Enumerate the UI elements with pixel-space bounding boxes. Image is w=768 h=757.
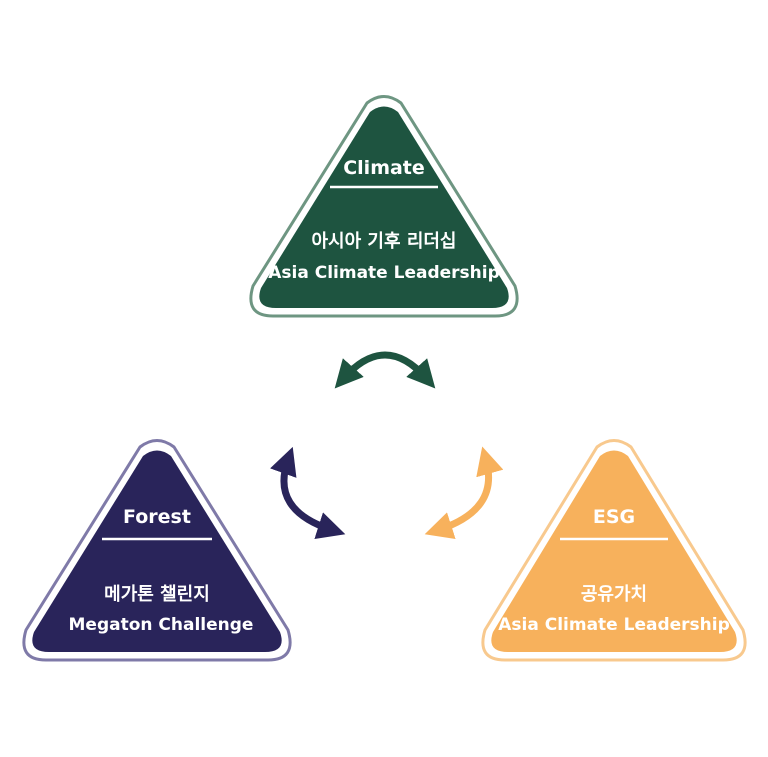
node-climate-title: Climate xyxy=(343,157,425,179)
node-esg-title: ESG xyxy=(593,506,635,528)
node-climate: Climate 아시아 기후 리더십 Asia Climate Leadersh… xyxy=(249,95,519,318)
node-forest-shape xyxy=(32,450,282,652)
node-esg: ESG 공유가치 Asia Climate Leadership xyxy=(481,439,747,662)
node-esg-shape xyxy=(491,450,737,652)
double-arrow-icon xyxy=(270,446,346,540)
node-esg-line2: Asia Climate Leadership xyxy=(498,615,730,635)
double-arrow-icon xyxy=(424,446,504,540)
node-forest-line1: 메가톤 챌린지 xyxy=(104,584,210,605)
node-esg-line1: 공유가치 xyxy=(581,584,647,605)
node-forest-title: Forest xyxy=(123,506,191,528)
node-climate-shape xyxy=(259,106,509,308)
node-forest-line2: Megaton Challenge xyxy=(69,615,254,635)
double-arrow-icon xyxy=(334,351,436,389)
node-climate-line1: 아시아 기후 리더십 xyxy=(311,231,456,252)
node-forest: Forest 메가톤 챌린지 Megaton Challenge xyxy=(22,439,292,662)
node-climate-line2: Asia Climate Leadership xyxy=(268,263,500,283)
